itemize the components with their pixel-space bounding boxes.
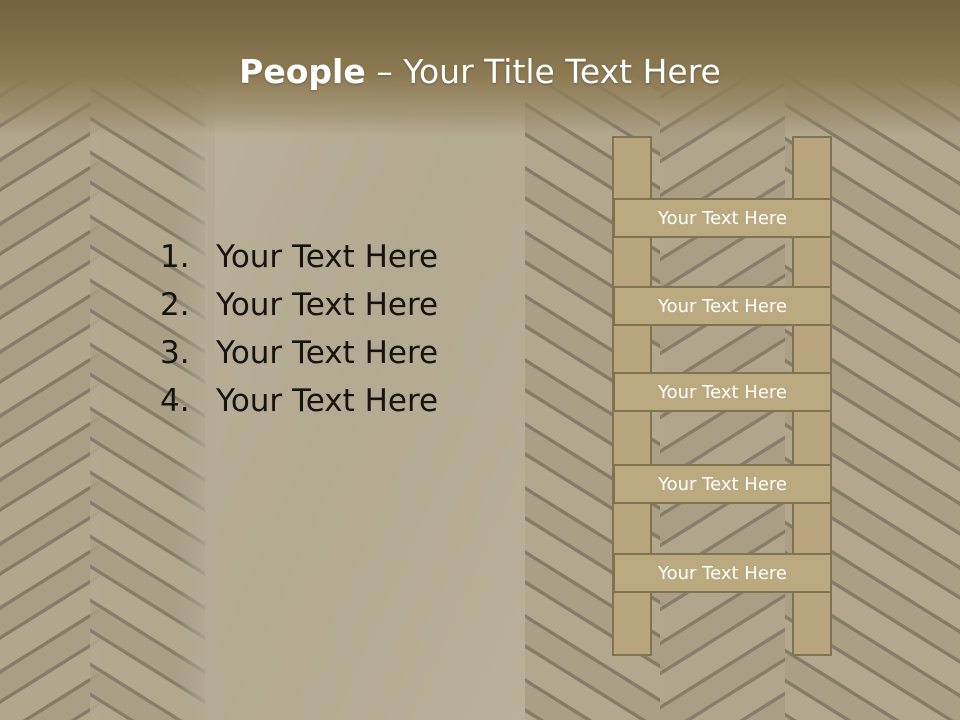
list-item-text: Your Text Here xyxy=(216,335,439,371)
title-rest: – Your Title Text Here xyxy=(365,52,721,91)
title-bar xyxy=(0,0,960,135)
list-item-number: 3. xyxy=(160,335,190,371)
title-bold: People xyxy=(239,52,366,91)
list-item: 1. Your Text Here xyxy=(160,233,438,281)
ladder-step: Your Text Here xyxy=(613,464,832,504)
list-item-number: 1. xyxy=(160,239,190,275)
ladder-step: Your Text Here xyxy=(613,286,832,326)
list-item-number: 4. xyxy=(160,383,190,419)
list-item: 4. Your Text Here xyxy=(160,377,438,425)
list-item-text: Your Text Here xyxy=(216,287,439,323)
ladder-step: Your Text Here xyxy=(613,372,832,412)
list-item: 2. Your Text Here xyxy=(160,281,438,329)
slide-title: People – Your Title Text Here xyxy=(0,52,960,91)
list-item-text: Your Text Here xyxy=(216,239,439,275)
ladder-step: Your Text Here xyxy=(613,198,832,238)
list-item: 3. Your Text Here xyxy=(160,329,438,377)
list-item-number: 2. xyxy=(160,287,190,323)
numbered-list: 1. Your Text Here 2. Your Text Here 3. Your… xyxy=(160,233,438,425)
list-item-text: Your Text Here xyxy=(216,383,439,419)
ladder-step: Your Text Here xyxy=(613,553,832,593)
